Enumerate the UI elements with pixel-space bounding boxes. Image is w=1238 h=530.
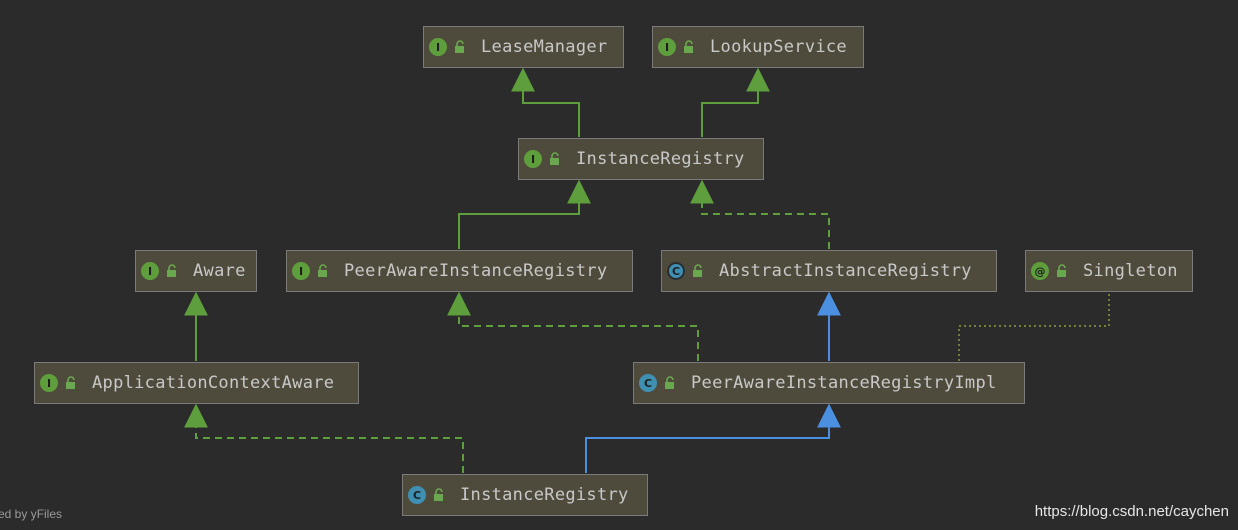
node-label: LeaseManager	[481, 37, 608, 57]
node-peer-aware-instance-registry[interactable]: I PeerAwareInstanceRegistry	[286, 250, 633, 292]
node-label: Singleton	[1083, 261, 1178, 281]
interface-icon: I	[524, 150, 542, 168]
public-lock-icon	[455, 40, 464, 53]
node-label: PeerAwareInstanceRegistry	[344, 261, 608, 281]
node-singleton[interactable]: @ Singleton	[1025, 250, 1193, 292]
edge-instance-registry-to-lease-manager	[511, 67, 580, 137]
interface-icon: I	[141, 262, 159, 280]
interface-icon: I	[658, 38, 676, 56]
node-abstract-instance-registry[interactable]: C AbstractInstanceRegistry	[661, 250, 997, 292]
node-peer-aware-instance-registry-impl[interactable]: C PeerAwareInstanceRegistryImpl	[633, 362, 1025, 404]
edge-peer-aware-to-instance-registry	[458, 179, 591, 249]
node-label: AbstractInstanceRegistry	[719, 261, 972, 281]
annotation-icon: @	[1031, 262, 1049, 280]
node-instance-registry-interface[interactable]: I InstanceRegistry	[518, 138, 764, 180]
node-aware[interactable]: I Aware	[135, 250, 257, 292]
public-lock-icon	[167, 264, 176, 277]
public-lock-icon	[434, 488, 443, 501]
node-lookup-service[interactable]: I LookupService	[652, 26, 864, 68]
edge-class-to-impl	[585, 403, 841, 473]
public-lock-icon	[665, 376, 674, 389]
node-label: Aware	[193, 261, 246, 281]
node-instance-registry-class[interactable]: C InstanceRegistry	[402, 474, 648, 516]
yfiles-credit: ed by yFiles	[0, 507, 63, 521]
node-label: InstanceRegistry	[460, 485, 629, 505]
public-lock-icon	[66, 376, 75, 389]
interface-icon: I	[40, 374, 58, 392]
edge-impl-to-singleton	[958, 292, 1110, 361]
edge-impl-to-peer-aware	[447, 291, 699, 361]
interface-icon: I	[429, 38, 447, 56]
source-url-watermark: https://blog.csdn.net/caychen	[1034, 503, 1229, 520]
class-icon: C	[408, 486, 426, 504]
edge-class-to-app-context-aware	[184, 403, 464, 473]
public-lock-icon	[1057, 264, 1066, 277]
node-label: LookupService	[710, 37, 847, 57]
interface-icon: I	[292, 262, 310, 280]
abstract-class-icon: C	[667, 262, 685, 280]
node-application-context-aware[interactable]: I ApplicationContextAware	[34, 362, 359, 404]
edge-instance-registry-to-lookup-service	[701, 67, 770, 137]
node-label: ApplicationContextAware	[92, 373, 335, 393]
public-lock-icon	[684, 40, 693, 53]
node-label: PeerAwareInstanceRegistryImpl	[691, 373, 997, 393]
node-lease-manager[interactable]: I LeaseManager	[423, 26, 624, 68]
node-label: InstanceRegistry	[576, 149, 745, 169]
public-lock-icon	[550, 152, 559, 165]
class-icon: C	[639, 374, 657, 392]
public-lock-icon	[318, 264, 327, 277]
public-lock-icon	[693, 264, 702, 277]
edge-abstract-to-instance-registry	[690, 179, 830, 249]
